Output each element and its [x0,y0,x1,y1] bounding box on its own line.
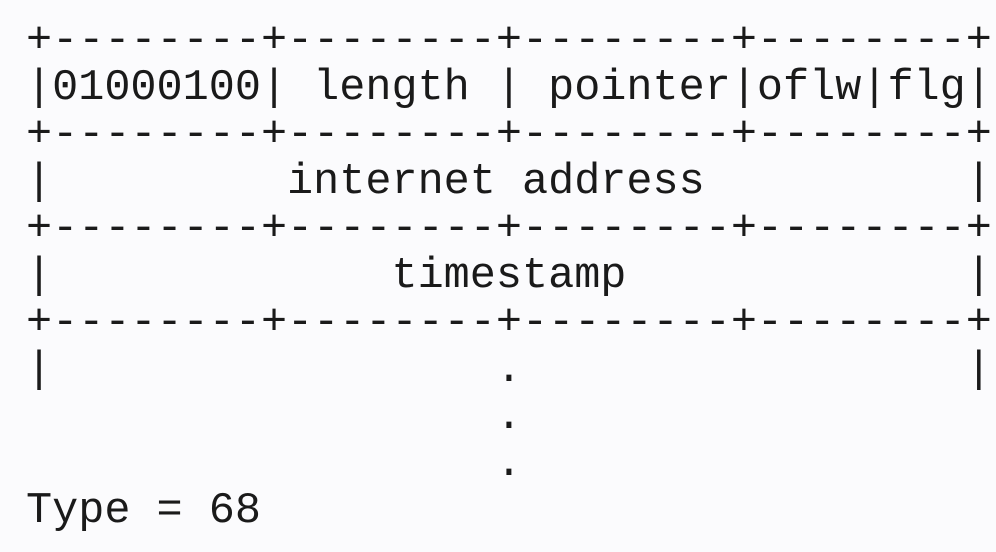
ip-timestamp-option-diagram: +--------+--------+--------+--------+|01… [26,18,992,535]
border-top: +--------+--------+--------+--------+ [26,17,992,66]
border-row-2: +--------+--------+--------+--------+ [26,205,992,254]
continuation-row-3: . [26,440,992,489]
continuation-row-2: . [26,393,992,442]
border-row-1: +--------+--------+--------+--------+ [26,111,992,160]
continuation-row-1: | . | [26,346,992,395]
border-row-3: +--------+--------+--------+--------+ [26,299,992,348]
internet-address-row: | internet address | [26,158,992,207]
type-caption: Type = 68 [26,487,261,536]
header-row: |01000100| length | pointer|oflw|flg| [26,64,992,113]
timestamp-row: | timestamp | [26,252,992,301]
